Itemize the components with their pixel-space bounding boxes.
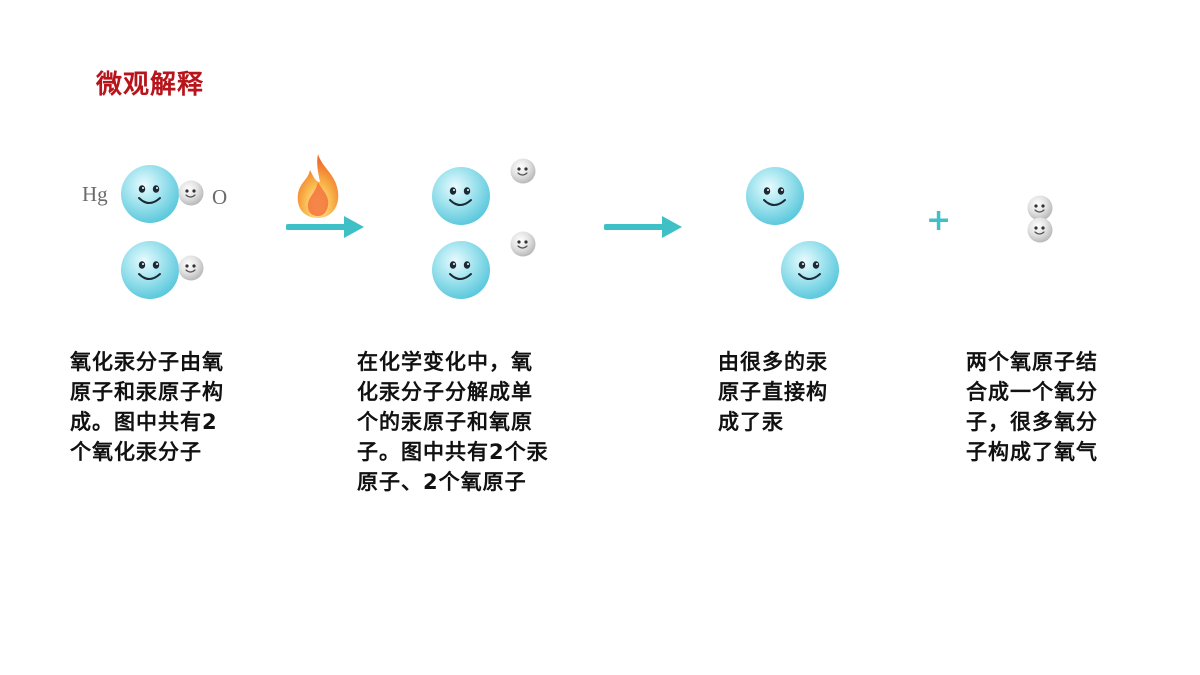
arrow-right-icon: [286, 216, 364, 238]
caption-line: 原子和汞原子构: [70, 380, 224, 404]
caption-line: 两个氧原子结: [966, 350, 1098, 374]
caption-oxygen: 两个氧原子结 合成一个氧分 子，很多氧分 子构成了氧气: [966, 347, 1098, 467]
caption-mercury: 由很多的汞 原子直接构 成了汞: [718, 347, 828, 437]
mercury-atom: [745, 166, 805, 226]
caption-line: 化汞分子分解成单: [357, 380, 533, 404]
oxygen-atom: [510, 231, 537, 258]
mercury-atom: [780, 240, 840, 300]
oxygen-atom: [1027, 217, 1054, 244]
oxygen-atom: [178, 255, 205, 282]
caption-line: 个的汞原子和氧原: [357, 410, 533, 434]
arrow-right-icon: [604, 216, 682, 238]
oxygen-symbol-label: O: [212, 185, 228, 209]
caption-line: 在化学变化中，氧: [357, 350, 533, 374]
caption-line: 原子、2个氧原子: [357, 470, 527, 494]
caption-line: 子。图中共有2个汞: [357, 440, 549, 464]
oxygen-atom: [178, 180, 205, 207]
caption-line: 合成一个氧分: [966, 380, 1098, 404]
flame-icon: [297, 154, 339, 218]
caption-line: 个氧化汞分子: [70, 440, 202, 464]
caption-line: 由很多的汞: [718, 350, 828, 374]
oxygen-atom: [510, 158, 537, 185]
mercury-atom: [431, 240, 491, 300]
caption-line: 子，很多氧分: [966, 410, 1098, 434]
caption-line: 子构成了氧气: [966, 440, 1098, 464]
mercury-atom: [120, 240, 180, 300]
section-title: 微观解释: [96, 70, 205, 100]
caption-mercury-oxide: 氧化汞分子由氧 原子和汞原子构 成。图中共有2 个氧化汞分子: [70, 347, 224, 467]
caption-line: 成。图中共有2: [70, 410, 218, 434]
plus-icon: +: [926, 203, 952, 238]
caption-line: 原子直接构: [718, 380, 828, 404]
mercury-atom: [431, 166, 491, 226]
mercury-atom: [120, 164, 180, 224]
caption-decomposition: 在化学变化中，氧 化汞分子分解成单 个的汞原子和氧原 子。图中共有2个汞 原子、…: [357, 347, 549, 497]
caption-line: 成了汞: [718, 410, 784, 434]
caption-line: 氧化汞分子由氧: [70, 350, 224, 374]
mercury-symbol-label: Hg: [82, 182, 108, 206]
